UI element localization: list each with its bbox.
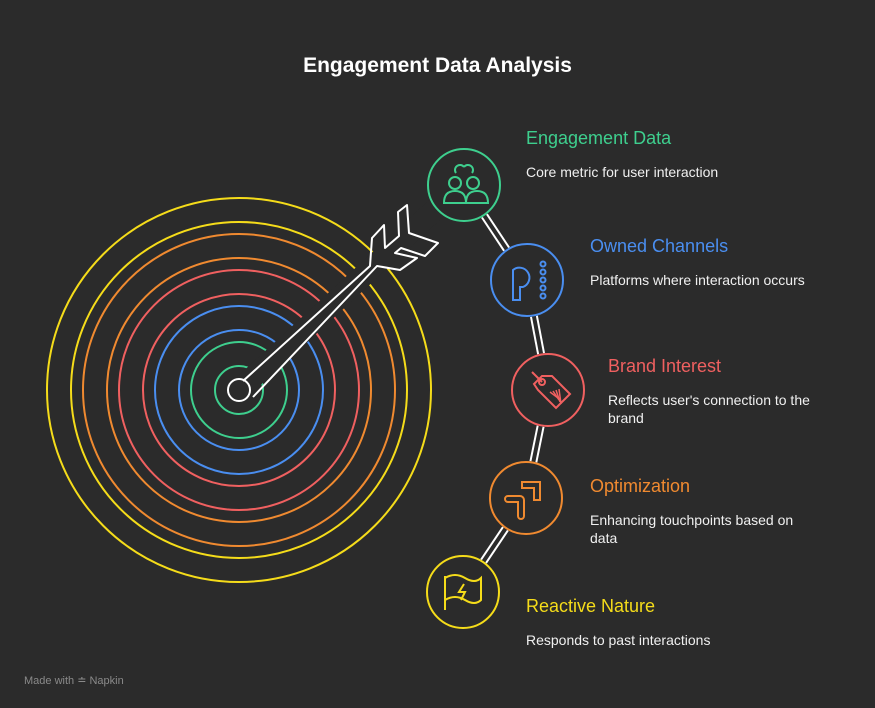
target-ring <box>214 365 264 415</box>
made-with-label: Made with <box>24 675 75 687</box>
target-ring <box>46 197 432 583</box>
connector-line <box>481 216 505 252</box>
target-ring <box>70 221 408 559</box>
target-ring <box>82 233 396 547</box>
node-4 <box>489 461 563 535</box>
lightning-flag-icon <box>444 574 482 610</box>
item-description: Platforms where interaction occurs <box>590 272 805 288</box>
arrow-icon <box>227 204 439 402</box>
item-title: Reactive Nature <box>526 596 656 616</box>
connector-line <box>480 526 504 561</box>
node-3 <box>511 353 585 427</box>
page-title: Engagement Data Analysis <box>303 54 572 77</box>
napkin-brand-label: Napkin <box>89 675 124 687</box>
node-connectors <box>480 213 545 564</box>
node-circle <box>427 148 501 222</box>
node-circle <box>490 243 564 317</box>
target-ring <box>118 269 360 511</box>
node-2 <box>490 243 564 317</box>
made-with-napkin: Made with ≐ Napkin <box>24 674 124 687</box>
item-description: Reflects user's connection to the brand <box>608 392 810 426</box>
connector-line <box>535 315 545 354</box>
connector-line <box>530 316 540 355</box>
item-title: Optimization <box>590 476 691 496</box>
people-link-icon <box>442 164 490 204</box>
item-description: Enhancing touchpoints based on data <box>590 512 794 546</box>
napkin-logo-icon: ≐ <box>77 675 87 687</box>
target-ring <box>106 257 372 523</box>
item-description: Core metric for user interaction <box>526 164 719 180</box>
connector-line <box>486 213 510 249</box>
item-title: Owned Channels <box>590 236 729 256</box>
target-rings <box>46 197 432 583</box>
item-description: Responds to past interactions <box>526 632 711 648</box>
target-ring <box>142 293 336 487</box>
node-1 <box>427 148 501 222</box>
node-circle <box>511 353 585 427</box>
connector-line <box>529 425 539 462</box>
item-title: Engagement Data <box>526 128 672 148</box>
platform-p-icon <box>512 260 547 301</box>
node-circle <box>489 461 563 535</box>
route-arrows-icon <box>504 481 541 520</box>
connector-line <box>485 529 509 564</box>
item-title: Brand Interest <box>608 356 722 376</box>
node-5 <box>426 555 500 629</box>
connector-line <box>535 426 545 463</box>
target-ring <box>178 329 300 451</box>
price-tag-icon <box>531 371 572 410</box>
target-ring <box>190 341 288 439</box>
target-ring <box>154 305 324 475</box>
